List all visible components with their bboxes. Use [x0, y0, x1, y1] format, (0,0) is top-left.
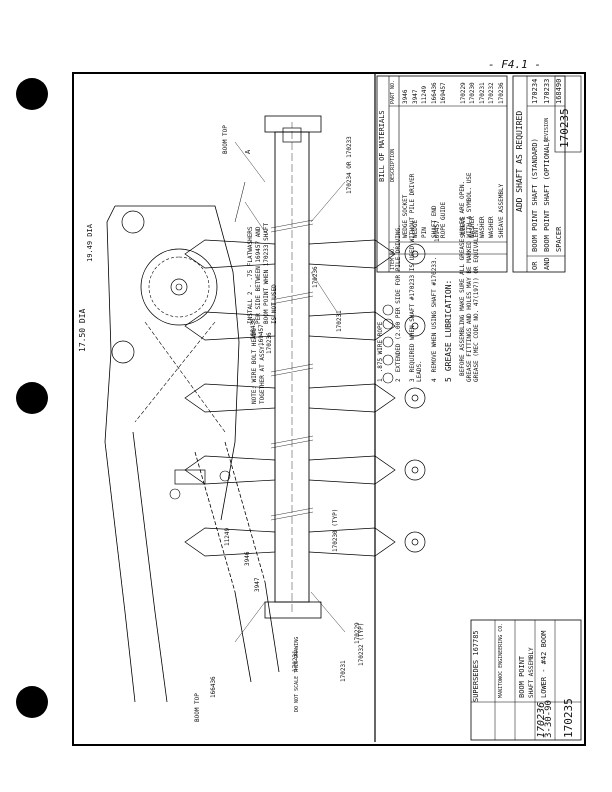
note-number: 1 [377, 378, 384, 382]
bom-row-part: 169457 [440, 82, 448, 104]
add-shaft-code: OR [531, 261, 539, 270]
note-number: 2 [395, 378, 402, 382]
punch-hole-top [16, 78, 48, 110]
bom-row-part: 170232 [488, 82, 496, 104]
add-shaft-description: SPACER [555, 226, 563, 252]
label-part-169457: 169457 [258, 324, 265, 346]
add-shaft-row: OR BOOM POINT SHAFT (STANDARD) 170234 [529, 76, 539, 272]
label-dia-17-50: 17.50 DIA [78, 308, 87, 352]
title-block-dwg-no: 170235 [562, 698, 575, 738]
section-marker-a: A [244, 149, 252, 154]
label-part-170236-b: 170236 [312, 266, 319, 288]
add-shaft-code: AND [543, 257, 551, 270]
bom-row-part: 11249 [421, 85, 429, 104]
note-item: BEFORE ASSEMBLING MAKE SURE ALL GREASE H… [459, 172, 480, 382]
note-item: 4 REMOVE WHEN USING SHAFT #170233. [431, 172, 438, 382]
revision-header: REVISION [544, 117, 550, 142]
bom-row-description: SHEAVE ASSEMBLY [498, 183, 505, 238]
bom-row-part: 170230 [469, 82, 477, 104]
add-shaft-description: BOOM POINT SHAFT (OPTIONAL) [543, 138, 551, 252]
add-shaft-row: AND BOOM POINT SHAFT (OPTIONAL) 170233 [541, 76, 551, 272]
bom-row-part: 3947 [411, 89, 419, 104]
add-shaft-part: 170233 [543, 78, 551, 104]
bom-row-part: 166436 [430, 82, 438, 104]
title-block-line-1: BOOM POINT [518, 655, 526, 698]
bom-header-part: PART NO. [390, 79, 396, 104]
bom-row-part: 170236 [498, 82, 505, 104]
supersedes-note: SUPERSEDES 167785 [472, 630, 480, 702]
note-text: REMOVE WHEN USING SHAFT #170233. [431, 256, 438, 373]
label-part-11249: 11249 [224, 527, 231, 546]
scale-note: DO NOT SCALE THIS DRAWING [294, 636, 300, 712]
title-block-line-3: LOWER - #42 BOOM [540, 630, 548, 698]
punch-hole-middle [16, 382, 48, 414]
note-text: BEFORE ASSEMBLING MAKE SURE ALL GREASE H… [459, 172, 480, 382]
bom-row-part: 3946 [402, 89, 409, 104]
label-dia-19-49: 19.49 DIA [86, 224, 94, 262]
add-shaft-description: BOOM POINT SHAFT (STANDARD) [531, 138, 539, 252]
label-part-170236: 170236 [266, 332, 273, 354]
label-part-170234-or-170233: 170234 OR 170233 [346, 136, 353, 194]
label-part-170229: 170229 [354, 622, 361, 644]
title-block-line-2: SHAFT ASSEMBLY [528, 647, 535, 698]
add-shaft-title: ADD SHAFT AS REQUIRED [515, 110, 524, 212]
engineering-drawing: INSTALL 2 - .75 FLATWASHERS PER SIDE BET… [75, 74, 583, 742]
note-text: EXTENDED (2.00 PER SIDE FOR PILE DRIVING… [395, 224, 402, 373]
note-item: 5 GREASE LUBRICATION: [444, 172, 453, 382]
note-item: 2 EXTENDED (2.00 PER SIDE FOR PILE DRIVIN… [395, 172, 402, 382]
note-number: 5 [444, 377, 453, 382]
label-part-3946: 3946 [244, 551, 251, 566]
label-part-166436: 166436 [250, 318, 257, 340]
punch-hole-bottom [16, 686, 48, 718]
sheet-label: - F4.1 - [488, 58, 541, 71]
bom-row-description: WASHER [488, 216, 496, 238]
sheet-border [72, 72, 586, 746]
note-text: GREASE LUBRICATION: [444, 279, 453, 372]
bom-row-description: WEDGE SOCKET [402, 194, 409, 238]
title-block-handwritten-no: 170236 [536, 701, 547, 738]
label-boom-top-side: BOOM TOP [194, 693, 201, 722]
note-number: 4 [431, 378, 438, 382]
drawing-geometry [104, 74, 582, 742]
label-part-166436-b: 166436 [210, 676, 217, 698]
title-block-company: MANITOWOC ENGINEERING CO. [498, 622, 504, 698]
bom-row: WASHER 170232 [486, 76, 496, 272]
add-shaft-row: SPACER 168490 [553, 76, 563, 272]
note-text: .875 WIRE ROPE [377, 321, 384, 373]
note-item: 1 .875 WIRE ROPE [377, 172, 384, 382]
label-part-170231-a: 170231 [336, 310, 343, 332]
dwg-number-box: 170235 [558, 108, 571, 148]
note-item: 3REQUIRED WHEN SHAFT #170233 IS USED WIT… [409, 172, 423, 382]
label-part-170231-b: 170231 [340, 660, 347, 682]
bom-row-part: 170229 [459, 82, 467, 104]
bom-row: SHEAVE ASSEMBLY 170236 [496, 76, 506, 272]
callout-install-washers: INSTALL 2 - .75 FLATWASHERS PER SIDE BET… [247, 222, 278, 324]
label-part-3947: 3947 [254, 577, 261, 592]
note-text: REQUIRED WHEN SHAFT #170233 IS USED WITH… [409, 173, 423, 382]
add-shaft-part: 168490 [555, 78, 563, 104]
note-number: 3 [409, 378, 416, 382]
bom-row-part: 170231 [478, 82, 486, 104]
add-shaft-part: 170234 [531, 78, 539, 104]
label-part-170230-typ: 170230 (TYP) [332, 508, 339, 552]
label-boom-top-section: BOOM TOP [222, 125, 229, 154]
